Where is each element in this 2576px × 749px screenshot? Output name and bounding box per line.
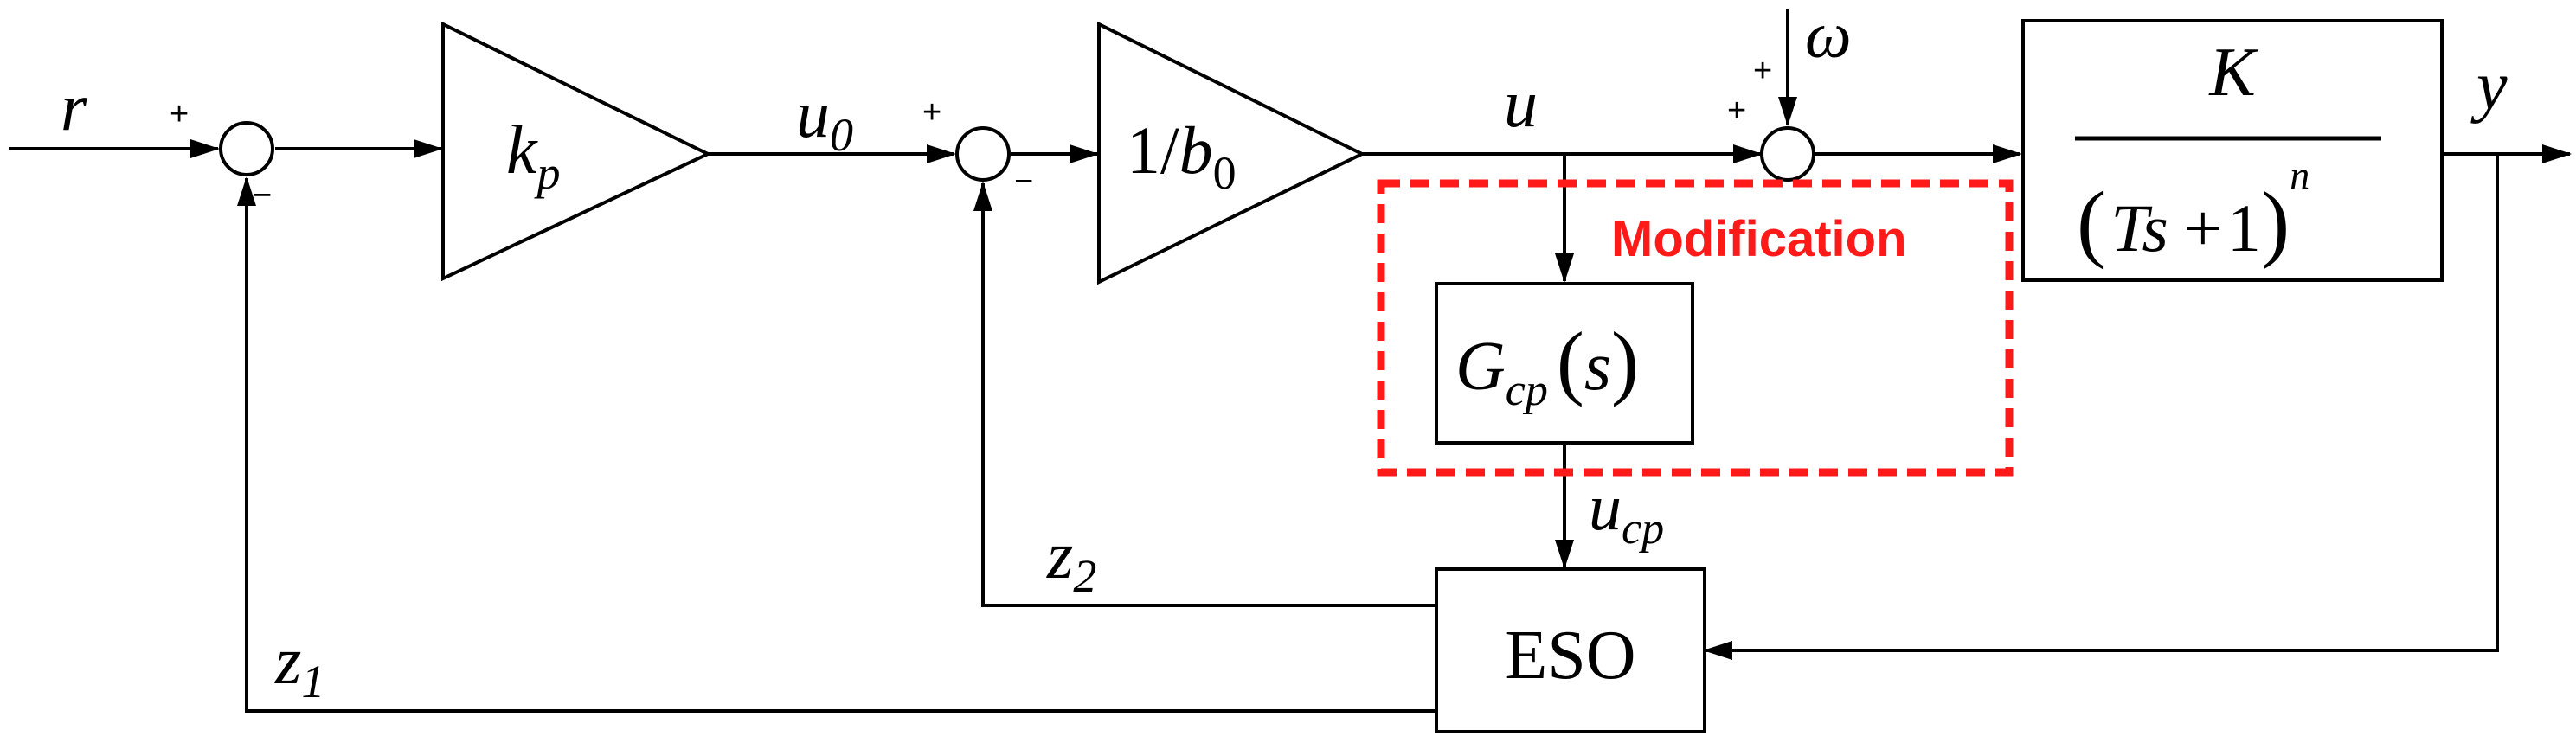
summing-junction-1 <box>219 121 274 176</box>
modification-label: Modification <box>1611 211 1907 267</box>
modification-region <box>1377 179 2014 477</box>
plant-block <box>2021 19 2444 282</box>
z1-signal-label: z1 <box>274 623 324 707</box>
sum1-plus-sign: + <box>170 96 189 132</box>
kp-block-label: kp <box>506 112 561 199</box>
omega-disturbance-label: ω <box>1805 0 1852 72</box>
reference-signal-label: r <box>61 69 87 144</box>
gcp-block-label: Gcp(s) <box>1455 315 1639 415</box>
inverse-b0-block-label: 1/b0 <box>1127 112 1237 199</box>
gcp-block <box>1435 282 1694 445</box>
summing-junction-2 <box>955 126 1011 182</box>
summing-junction-3 <box>1760 126 1815 182</box>
kp-gain-block <box>441 21 712 282</box>
u0-signal-label: u0 <box>796 76 853 161</box>
output-feedback-line <box>1703 154 2499 660</box>
eso-block <box>1435 567 1706 733</box>
plant-numerator: K <box>2208 35 2258 111</box>
sum2-minus-sign: − <box>1014 163 1033 200</box>
z2-feedback-line <box>973 182 1435 607</box>
plant-denominator: (Ts+1)n <box>2077 153 2309 270</box>
sum3-plus-sign-left: + <box>1727 93 1746 129</box>
sum2-plus-sign: + <box>922 94 941 131</box>
inverse-b0-gain-block <box>1097 21 1366 285</box>
sum1-minus-sign: − <box>253 177 272 214</box>
ucp-signal-label: ucp <box>1589 471 1664 554</box>
output-signal-label: y <box>2470 48 2508 125</box>
z1-feedback-line <box>237 176 1435 713</box>
eso-block-label: ESO <box>1505 618 1635 694</box>
sum3-plus-sign-top: + <box>1753 53 1772 89</box>
u-signal-label: u <box>1504 66 1538 141</box>
z2-signal-label: z2 <box>1046 517 1096 602</box>
